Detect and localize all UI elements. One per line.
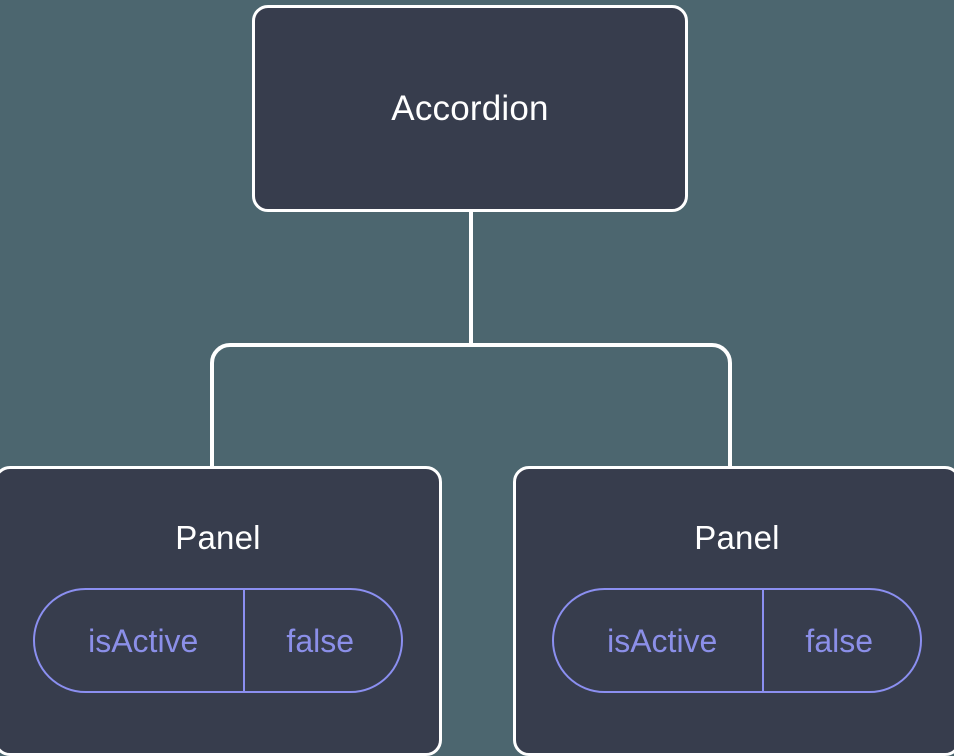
node-panel-2-prop-key: isActive (554, 590, 765, 691)
node-panel-2[interactable]: Panel isActive false (513, 466, 954, 756)
edge-to-panel-1 (210, 343, 471, 470)
edge-to-panel-2 (471, 343, 732, 470)
node-panel-2-prop-pill[interactable]: isActive false (552, 588, 922, 693)
edge-connectors (210, 209, 732, 470)
node-panel-1-prop-value: false (286, 622, 355, 659)
node-panel-2-label: Panel (694, 519, 780, 556)
node-panel-1[interactable]: Panel isActive false (0, 466, 442, 756)
node-accordion[interactable]: Accordion (252, 5, 688, 212)
node-panel-2-prop-value: false (805, 622, 874, 659)
node-panel-1-label: Panel (175, 519, 261, 556)
diagram-canvas: Accordion Panel isActive false Panel isA… (0, 5, 954, 756)
node-accordion-label: Accordion (391, 89, 549, 128)
node-panel-1-prop-pill[interactable]: isActive false (33, 588, 403, 693)
node-panel-1-prop-key: isActive (35, 590, 246, 691)
